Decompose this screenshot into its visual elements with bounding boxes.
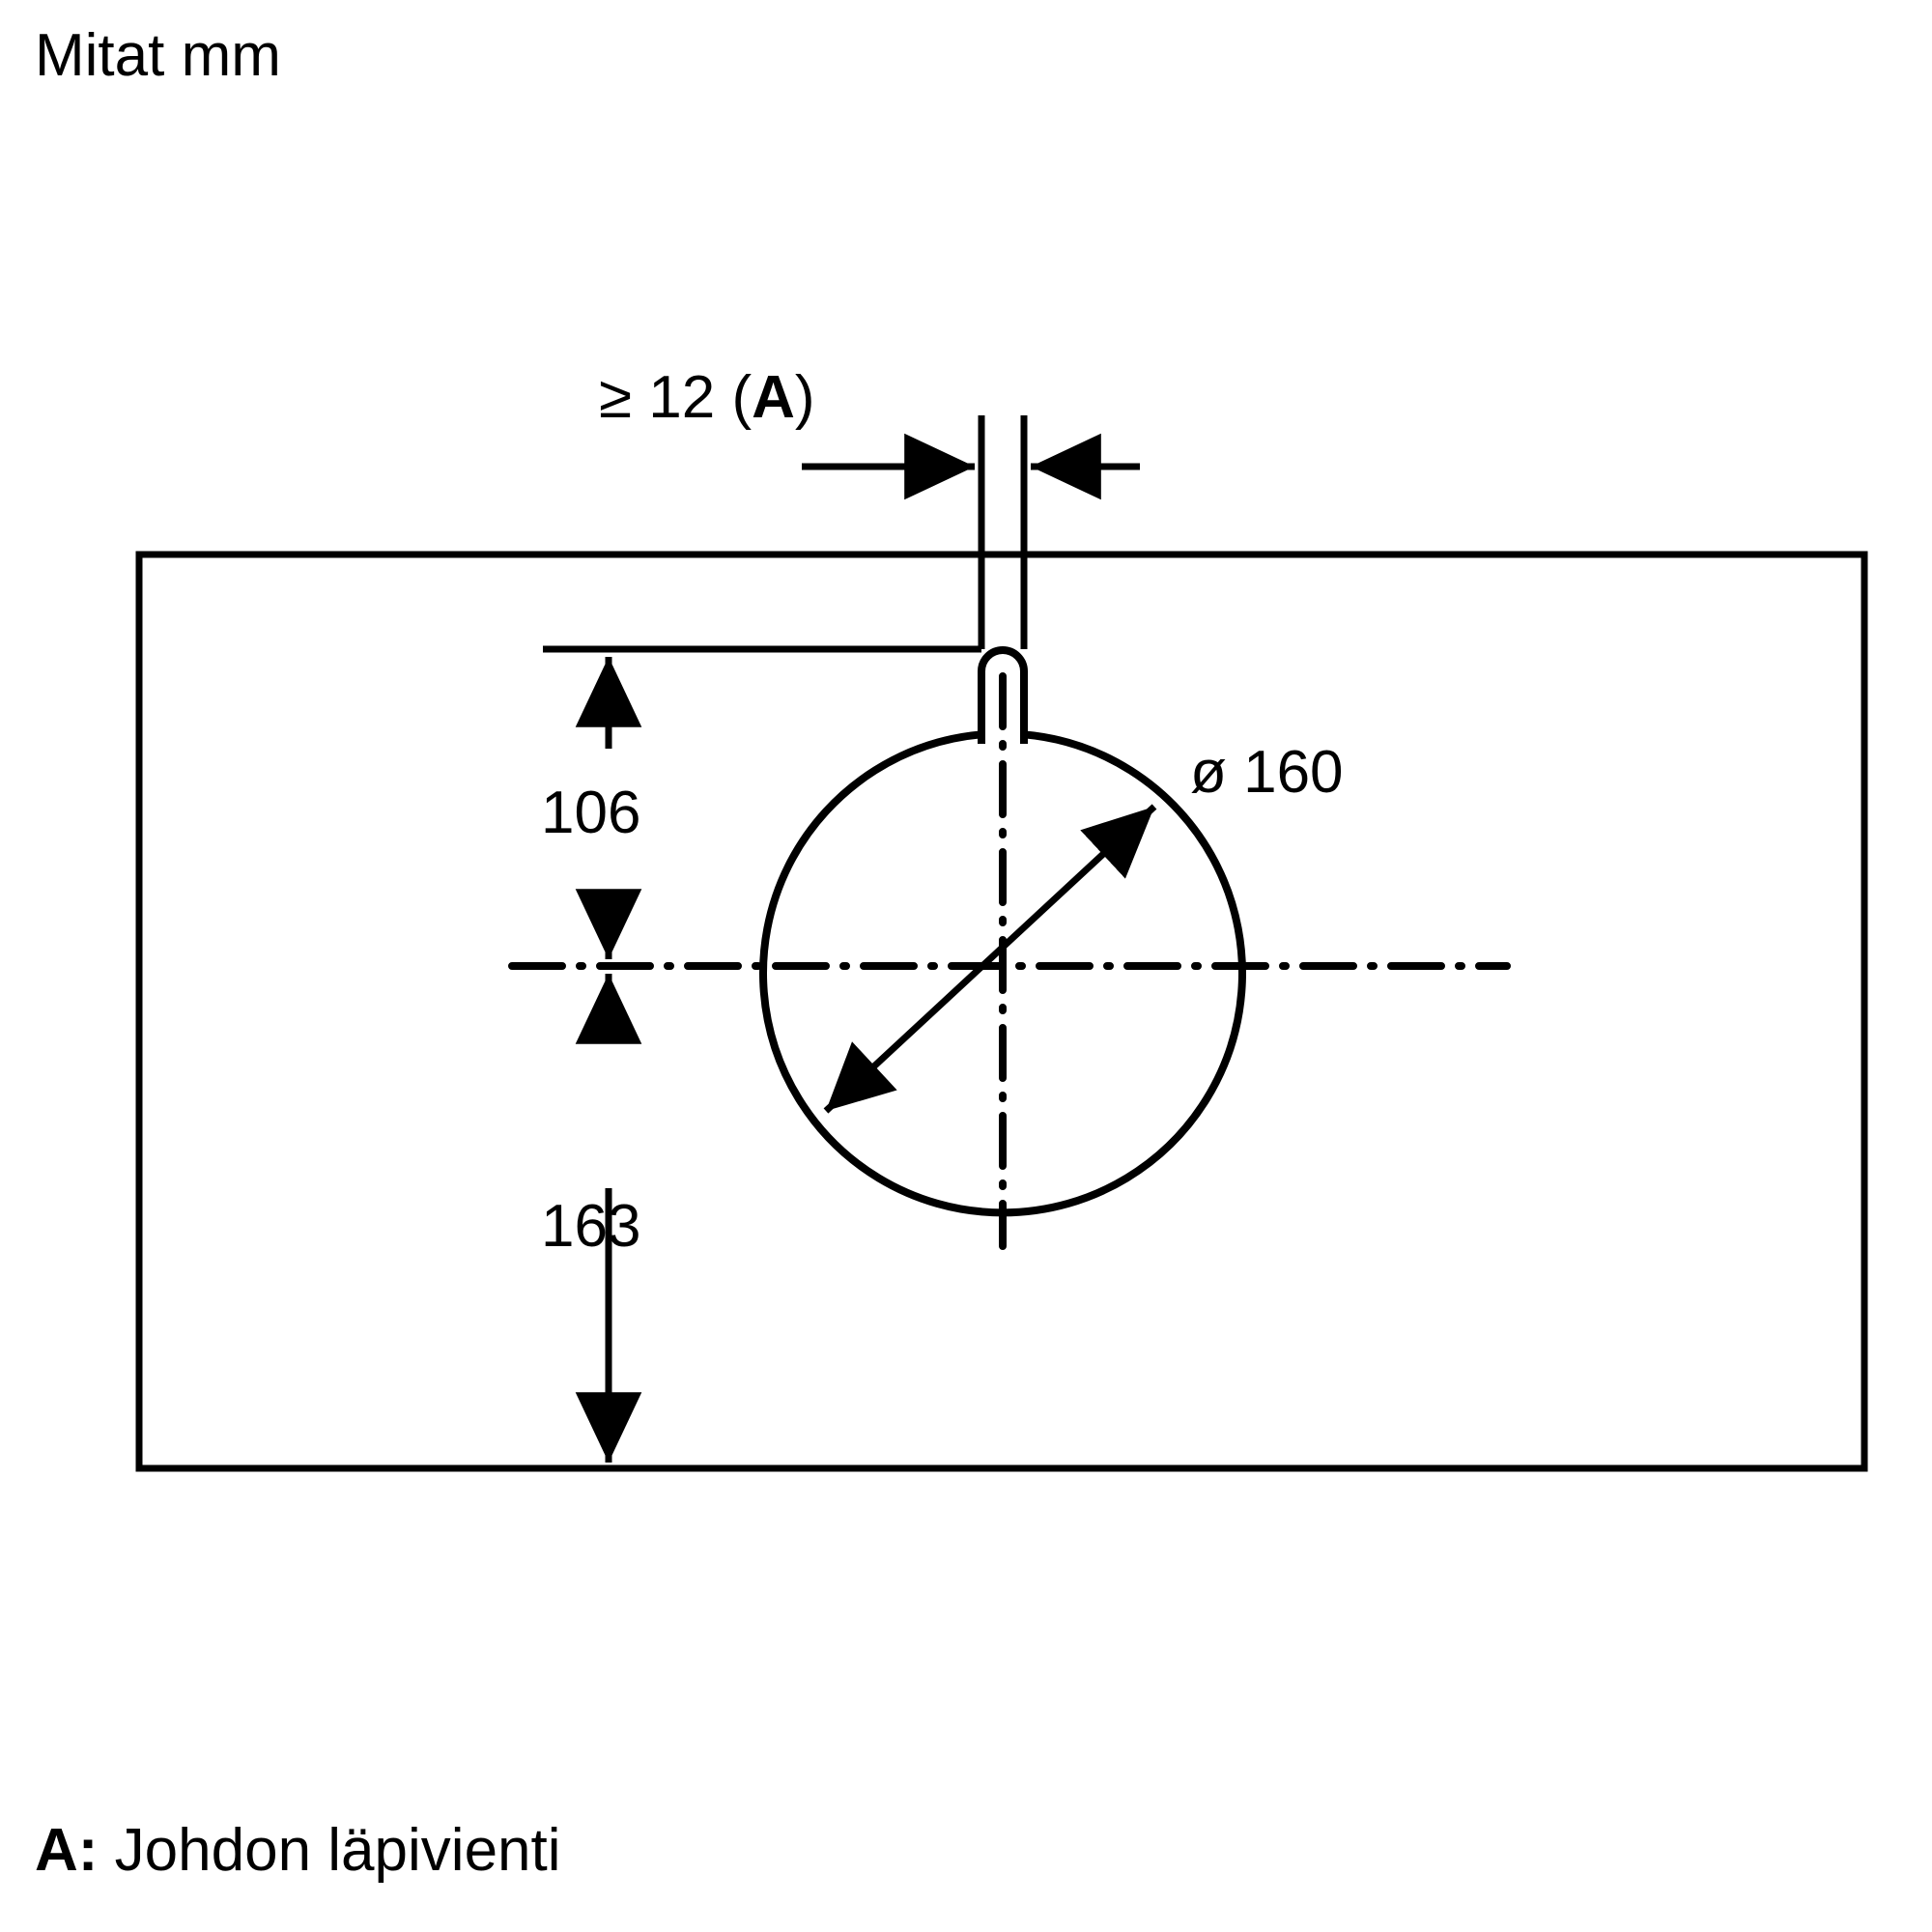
dimension-label-cable-gap: ≥ 12 (A) (599, 364, 815, 431)
cable-gap-suffix: ) (795, 364, 815, 431)
panel-outline (135, 551, 1868, 1472)
page-title: Mitat mm (35, 22, 281, 89)
cable-gap-reference: A (752, 364, 795, 431)
diameter-label: ø 160 (1190, 739, 1344, 806)
diameter-dimension-line (823, 804, 1157, 1114)
cable-duct-slot (978, 646, 1028, 744)
footnote: A: Johdon läpivienti (35, 1816, 561, 1885)
footnote-marker: A: (35, 1817, 99, 1884)
cable-gap-prefix: ≥ 12 ( (599, 364, 752, 431)
dimension-label-106: 106 (541, 780, 640, 846)
dimension-label-163: 163 (541, 1193, 640, 1260)
footnote-text: Johdon läpivienti (98, 1817, 561, 1884)
